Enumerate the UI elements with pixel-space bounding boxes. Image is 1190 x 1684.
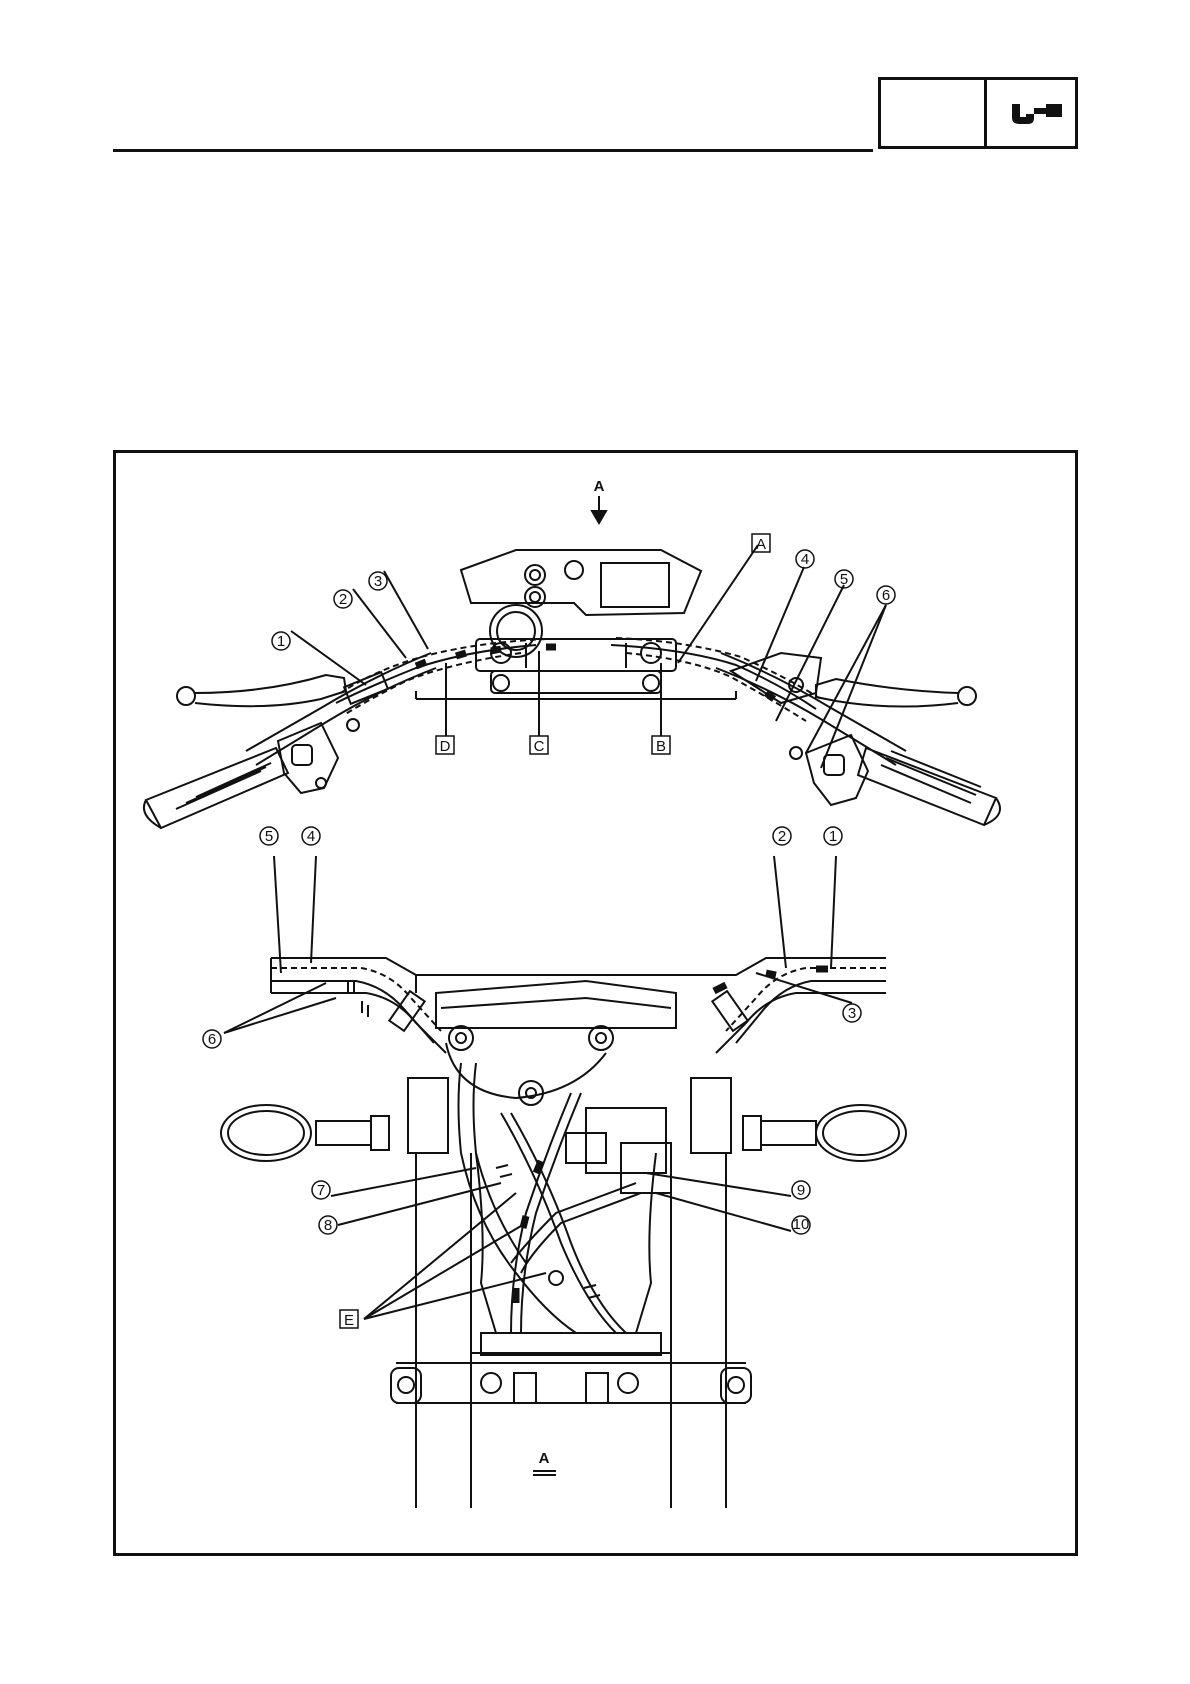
view-arrow-label: A — [594, 478, 605, 495]
callout-label: 6 — [882, 587, 890, 604]
callout-circles — [203, 550, 895, 1234]
callout-label: 5 — [840, 571, 848, 588]
letter-label: B — [656, 738, 666, 755]
callout-label: 1 — [829, 828, 837, 845]
callout-label: 2 — [339, 591, 347, 608]
callout-label: 10 — [793, 1216, 810, 1233]
callout-label: 5 — [265, 828, 273, 845]
callout-label: 8 — [324, 1217, 332, 1234]
callout-label: 1 — [277, 633, 285, 650]
letter-boxes — [340, 534, 770, 1328]
top-view-handlebar — [144, 496, 1000, 828]
letter-label: A — [756, 536, 766, 553]
section-tab-blank-cell — [881, 80, 987, 146]
callout-label: 2 — [778, 828, 786, 845]
callout-label: 4 — [801, 551, 809, 568]
letter-label: E — [344, 1312, 354, 1329]
figure-frame: A A 1 2 3 4 5 6 A B C D 5 4 6 7 8 2 1 3 … — [113, 450, 1078, 1556]
callout-label: 3 — [374, 573, 382, 590]
header-rule — [113, 149, 873, 152]
bottom-callout-labels: 5 4 6 7 8 2 1 3 9 10 E — [208, 828, 856, 1329]
section-tab — [878, 77, 1078, 149]
callout-label: 9 — [797, 1182, 805, 1199]
callout-label: 6 — [208, 1031, 216, 1048]
callout-label: 3 — [848, 1005, 856, 1022]
callout-label: 4 — [307, 828, 315, 845]
view-caption: A — [539, 1450, 550, 1467]
callout-label: 7 — [317, 1182, 325, 1199]
letter-label: C — [534, 738, 545, 755]
letter-label: D — [440, 738, 451, 755]
caliper-tool-icon — [1006, 98, 1066, 128]
wiring-diagram: A A 1 2 3 4 5 6 A B C D 5 4 6 7 8 2 1 3 … — [116, 453, 1075, 1553]
